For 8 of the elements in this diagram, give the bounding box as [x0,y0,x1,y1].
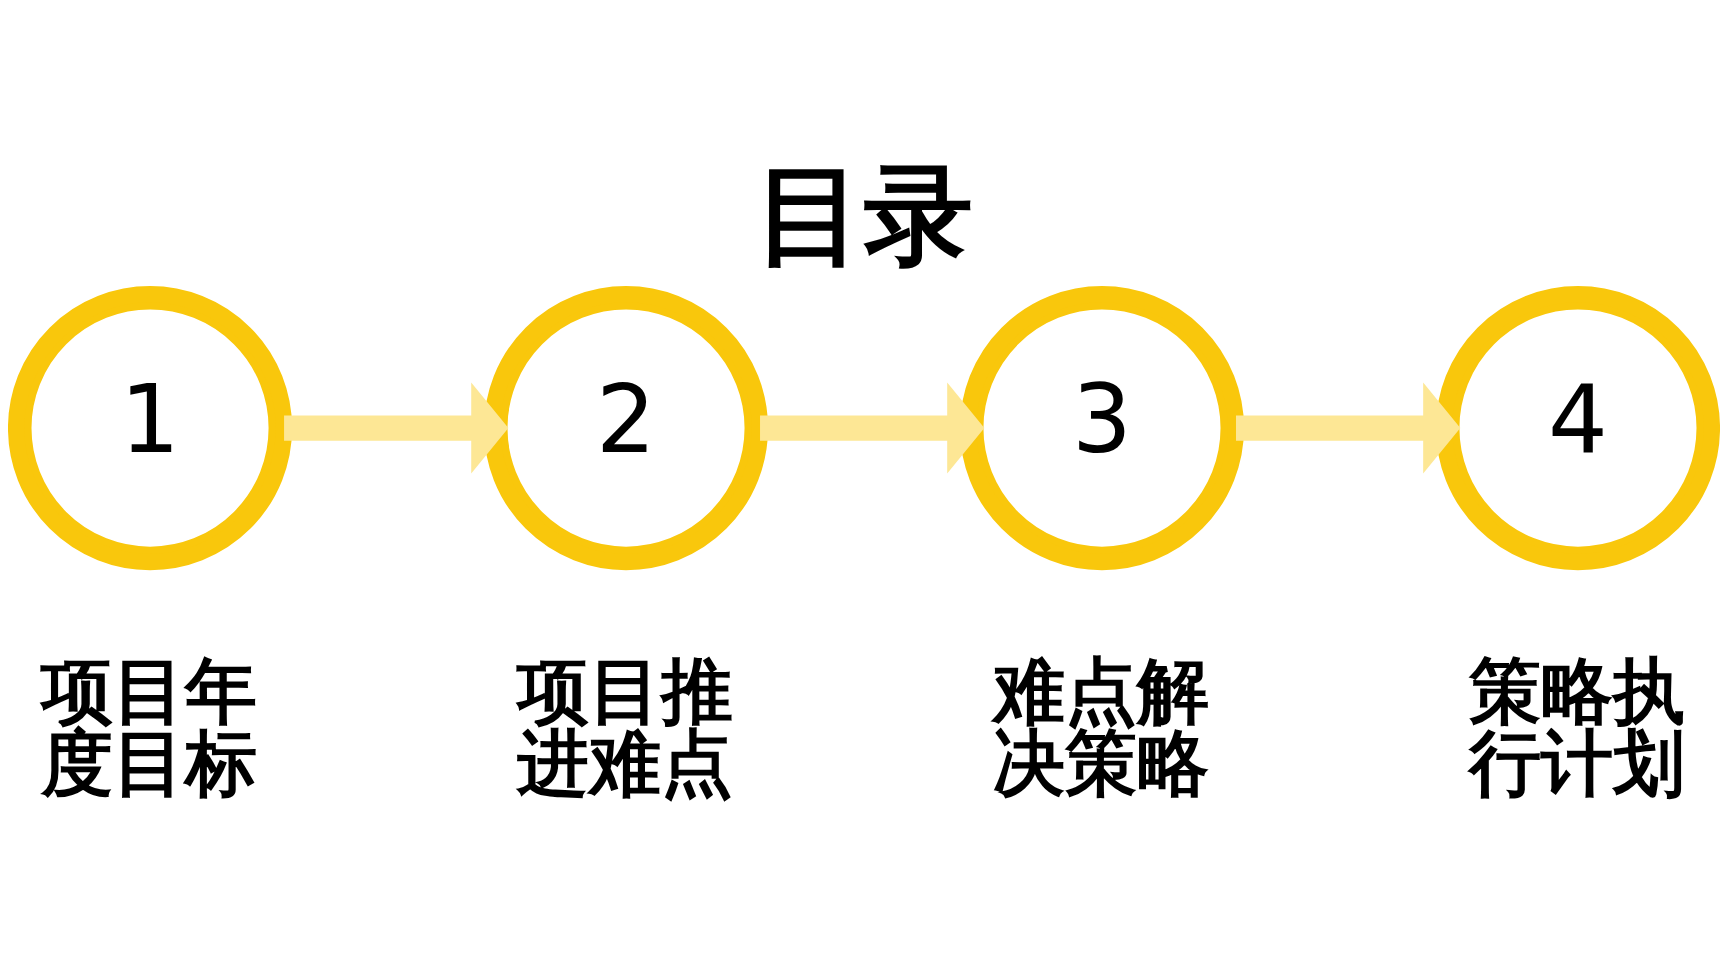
diagram-title: 目录 [754,151,973,279]
node-label: 项目年度目标 [41,648,258,806]
node-circle: 1 [8,286,293,571]
arrow [1236,382,1461,474]
arrow [284,382,509,474]
node-label: 项目推进难点 [517,648,734,806]
node-label: 策略执行计划 [1469,648,1686,806]
arrow [760,382,985,474]
